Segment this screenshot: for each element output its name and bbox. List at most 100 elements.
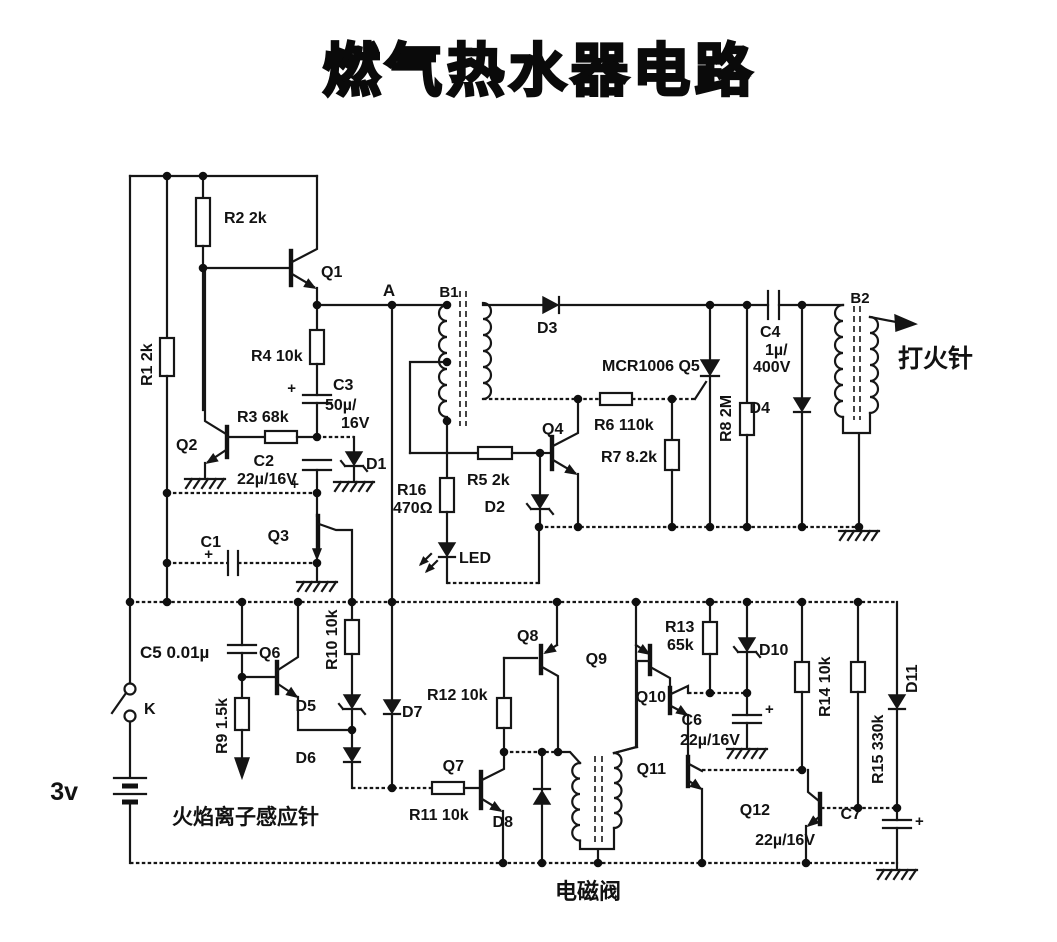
transistor-q1-label: Q1 bbox=[321, 264, 342, 281]
transformer-b2: B2 打火针 bbox=[833, 290, 973, 542]
diode-d3: D3 bbox=[481, 295, 770, 337]
capacitor-c2: + C2 22µ/16V bbox=[237, 453, 333, 495]
resistor-r6: R6 110k bbox=[483, 391, 695, 434]
solenoid-transformer: 电磁阀 bbox=[555, 600, 638, 904]
resistor-r9: R9 1.5k 火焰离子感应针 bbox=[172, 696, 319, 829]
resistor-r15-label: R15 330k bbox=[870, 715, 887, 784]
transistor-q8: Q8 bbox=[517, 600, 560, 754]
resistor-r14: R14 10k bbox=[793, 600, 834, 772]
diode-d11-label: D11 bbox=[904, 664, 921, 693]
ignition-needle-label: 打火针 bbox=[898, 344, 973, 373]
diode-d8-label: D8 bbox=[493, 814, 514, 831]
battery-label: 3v bbox=[50, 778, 78, 806]
resistor-r3: R3 68k bbox=[225, 409, 319, 445]
resistor-r15: R15 330k bbox=[849, 600, 887, 810]
diode-d2: D2 bbox=[485, 451, 555, 529]
resistor-r10: R10 10k bbox=[324, 600, 361, 697]
resistor-r12-label: R12 10k bbox=[427, 687, 488, 704]
resistor-r7: R7 8.2k bbox=[601, 397, 681, 529]
diode-d11: D11 bbox=[887, 600, 921, 810]
transistor-q6: Q6 bbox=[240, 600, 354, 732]
resistor-r4-label: R4 10k bbox=[251, 348, 303, 365]
capacitor-c2-value: 22µ/16V bbox=[237, 471, 297, 488]
transformer-b1-label: B1 bbox=[439, 284, 458, 301]
diode-d5-label: D5 bbox=[296, 698, 317, 715]
switch-k: K bbox=[110, 682, 156, 723]
led-indicator: LED bbox=[417, 525, 541, 585]
diode-d2-label: D2 bbox=[485, 499, 506, 516]
resistor-r10-label: R10 10k bbox=[324, 609, 341, 670]
capacitor-c5: C5 0.01µ bbox=[140, 600, 258, 700]
capacitor-c3-value2: 16V bbox=[341, 415, 370, 432]
transistor-q10-label: Q10 bbox=[636, 689, 666, 706]
flame-sensor-label: 火焰离子感应针 bbox=[172, 805, 319, 829]
transistor-q9: Q9 bbox=[586, 643, 672, 755]
capacitor-c7-value: 22µ/16V bbox=[755, 832, 815, 849]
transistor-q9-label: Q9 bbox=[586, 651, 607, 668]
transistor-q4-label: Q4 bbox=[542, 421, 563, 438]
transistor-q3-label: Q3 bbox=[268, 528, 289, 545]
capacitor-c1-label: C1 bbox=[201, 534, 222, 551]
resistor-r2-label: R2 2k bbox=[224, 210, 267, 227]
page-title: 燃气热水器电路 bbox=[323, 39, 757, 103]
capacitor-c4-value1: 1µ/ bbox=[765, 342, 788, 359]
transistor-q3: Q3 bbox=[167, 491, 354, 604]
transformer-b1: B1 bbox=[408, 284, 493, 480]
diode-d10: D10 bbox=[732, 600, 788, 695]
transistor-q2-label: Q2 bbox=[176, 437, 197, 454]
resistor-r2: R2 2k bbox=[194, 174, 267, 412]
transformer-b2-label: B2 bbox=[850, 290, 869, 307]
capacitor-c1-plus: + bbox=[204, 546, 213, 563]
resistor-r14-label: R14 10k bbox=[817, 656, 834, 717]
diode-d8: D8 bbox=[493, 750, 552, 865]
transistor-q12-label: Q12 bbox=[740, 802, 770, 819]
resistor-r1: R1 2k bbox=[139, 174, 176, 604]
diode-d1: D1 bbox=[317, 435, 387, 493]
resistor-r11: R11 10k bbox=[409, 780, 482, 824]
resistor-r3-label: R3 68k bbox=[237, 409, 289, 426]
capacitor-c5-label: C5 0.01µ bbox=[140, 643, 209, 662]
resistor-r13: R13 65k bbox=[665, 600, 719, 695]
resistor-r16-name: R16 bbox=[397, 482, 426, 499]
diode-d6: D6 bbox=[296, 747, 432, 790]
capacitor-c6-plus: + bbox=[765, 701, 774, 718]
resistor-r16: R16 470Ω bbox=[393, 476, 456, 545]
switch-k-label: K bbox=[144, 701, 156, 718]
transistor-q8-label: Q8 bbox=[517, 628, 538, 645]
resistor-r12: R12 10k bbox=[427, 656, 539, 754]
transistor-q2: Q2 bbox=[176, 266, 230, 490]
diode-d1-label: D1 bbox=[366, 456, 387, 473]
resistor-r13-value: 65k bbox=[667, 637, 694, 654]
transistor-q7-label: Q7 bbox=[443, 758, 464, 775]
capacitor-c7: + C7 22µ/16V bbox=[755, 806, 924, 881]
resistor-r16-value: 470Ω bbox=[393, 500, 433, 517]
transistor-q1: Q1 bbox=[201, 174, 342, 307]
capacitor-c3-plus: + bbox=[287, 380, 296, 397]
led-label: LED bbox=[459, 550, 491, 567]
diode-d7-label: D7 bbox=[402, 704, 423, 721]
diode-d6-label: D6 bbox=[296, 750, 317, 767]
resistor-r5: R5 2k bbox=[408, 445, 542, 489]
capacitor-c6-name: C6 bbox=[682, 712, 703, 729]
resistor-r9-label: R9 1.5k bbox=[214, 698, 231, 754]
junction-dots bbox=[125, 171, 902, 868]
transistor-q11: Q11 bbox=[637, 754, 808, 865]
diode-d5: D5 bbox=[296, 694, 367, 750]
capacitor-c3: + C3 50µ/ 16V bbox=[287, 377, 370, 439]
capacitor-c2-name: C2 bbox=[254, 453, 275, 470]
capacitor-c3-name: C3 bbox=[333, 377, 354, 394]
diode-d3-label: D3 bbox=[537, 320, 558, 337]
resistor-r13-name: R13 bbox=[665, 619, 694, 636]
resistor-r5-label: R5 2k bbox=[467, 472, 510, 489]
capacitor-c4-name: C4 bbox=[760, 324, 781, 341]
transistor-q7: Q7 bbox=[443, 750, 506, 865]
transistor-q10: Q10 bbox=[636, 684, 747, 759]
resistor-r4: R4 10k bbox=[251, 303, 326, 397]
capacitor-c3-value1: 50µ/ bbox=[325, 397, 357, 414]
resistor-r1-label: R1 2k bbox=[139, 343, 156, 386]
resistor-r8: R8 2M bbox=[718, 303, 756, 529]
diode-d4-label: D4 bbox=[750, 400, 771, 417]
diode-d7: D7 bbox=[382, 600, 423, 790]
resistor-r8-label: R8 2M bbox=[718, 395, 735, 442]
